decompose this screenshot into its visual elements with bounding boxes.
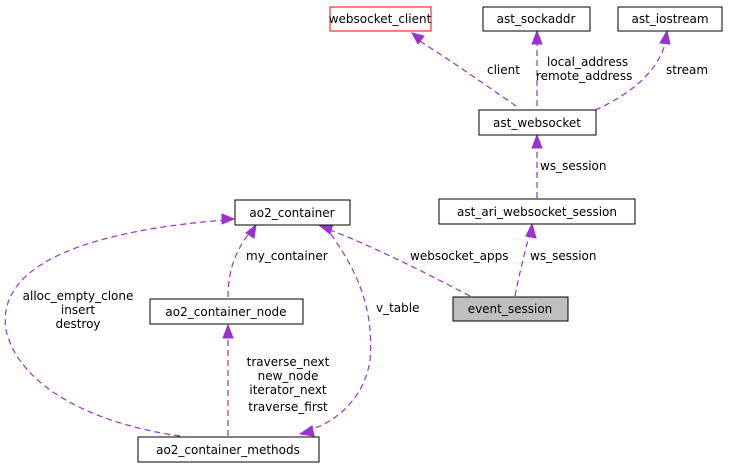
edge-ws-session-top <box>531 133 543 198</box>
edge-address <box>531 29 543 106</box>
edge-label-ws-session-event: ws_session <box>530 249 597 263</box>
edge-label-websocket-apps: websocket_apps <box>410 249 508 263</box>
edge-node-methods <box>222 323 234 436</box>
node-ast-sockaddr[interactable]: ast_sockaddr <box>482 6 591 32</box>
node-ast-ari-websocket-session[interactable]: ast_ari_websocket_session <box>438 198 636 225</box>
edge-label-destroy: destroy <box>55 317 100 331</box>
edge-label-my-container: my_container <box>246 249 328 263</box>
edge-v-table <box>298 225 372 437</box>
edge-label-v-table: v_table <box>376 301 420 315</box>
node-label-ao2-container-methods: ao2_container_methods <box>156 443 300 457</box>
edge-label-new-node: new_node <box>258 369 319 383</box>
node-label-websocket-client: websocket_client <box>329 12 432 26</box>
edge-label-traverse-first: traverse_first <box>248 400 328 414</box>
node-label-ast-websocket: ast_websocket <box>493 116 581 130</box>
node-event-session[interactable]: event_session <box>452 296 569 322</box>
node-label-ast-iostream: ast_iostream <box>631 12 708 26</box>
node-ast-iostream[interactable]: ast_iostream <box>617 6 723 32</box>
node-label-ast-sockaddr: ast_sockaddr <box>497 12 576 26</box>
edge-label-stream: stream <box>666 63 708 77</box>
node-label-event-session: event_session <box>468 302 553 316</box>
node-ao2-container[interactable]: ao2_container <box>234 199 351 226</box>
node-label-ao2-container: ao2_container <box>249 206 334 220</box>
edge-client <box>411 32 517 107</box>
node-websocket-client[interactable]: websocket_client <box>329 6 432 32</box>
edge-label-iterator-next: iterator_next <box>249 383 327 397</box>
edge-my-container <box>227 223 257 298</box>
edge-label-local-address: local_address <box>547 55 628 69</box>
edge-label-client: client <box>487 63 520 77</box>
edge-ws-session-event <box>514 222 537 297</box>
edge-label-remote-address: remote_address <box>536 69 632 83</box>
edge-stream <box>594 29 671 111</box>
node-ast-websocket[interactable]: ast_websocket <box>478 109 597 136</box>
node-label-ao2-container-node: ao2_container_node <box>165 305 286 319</box>
edge-label-ws-session-top: ws_session <box>540 159 607 173</box>
node-ao2-container-node[interactable]: ao2_container_node <box>149 298 304 325</box>
node-label-ast-ari-websocket-session: ast_ari_websocket_session <box>457 205 617 219</box>
edge-label-insert: insert <box>61 303 96 317</box>
edge-label-alloc-empty-clone: alloc_empty_clone <box>23 289 134 303</box>
edge-methods-to-container <box>4 213 236 437</box>
node-ao2-container-methods[interactable]: ao2_container_methods <box>137 436 320 463</box>
edge-label-traverse-next: traverse_next <box>247 355 330 369</box>
